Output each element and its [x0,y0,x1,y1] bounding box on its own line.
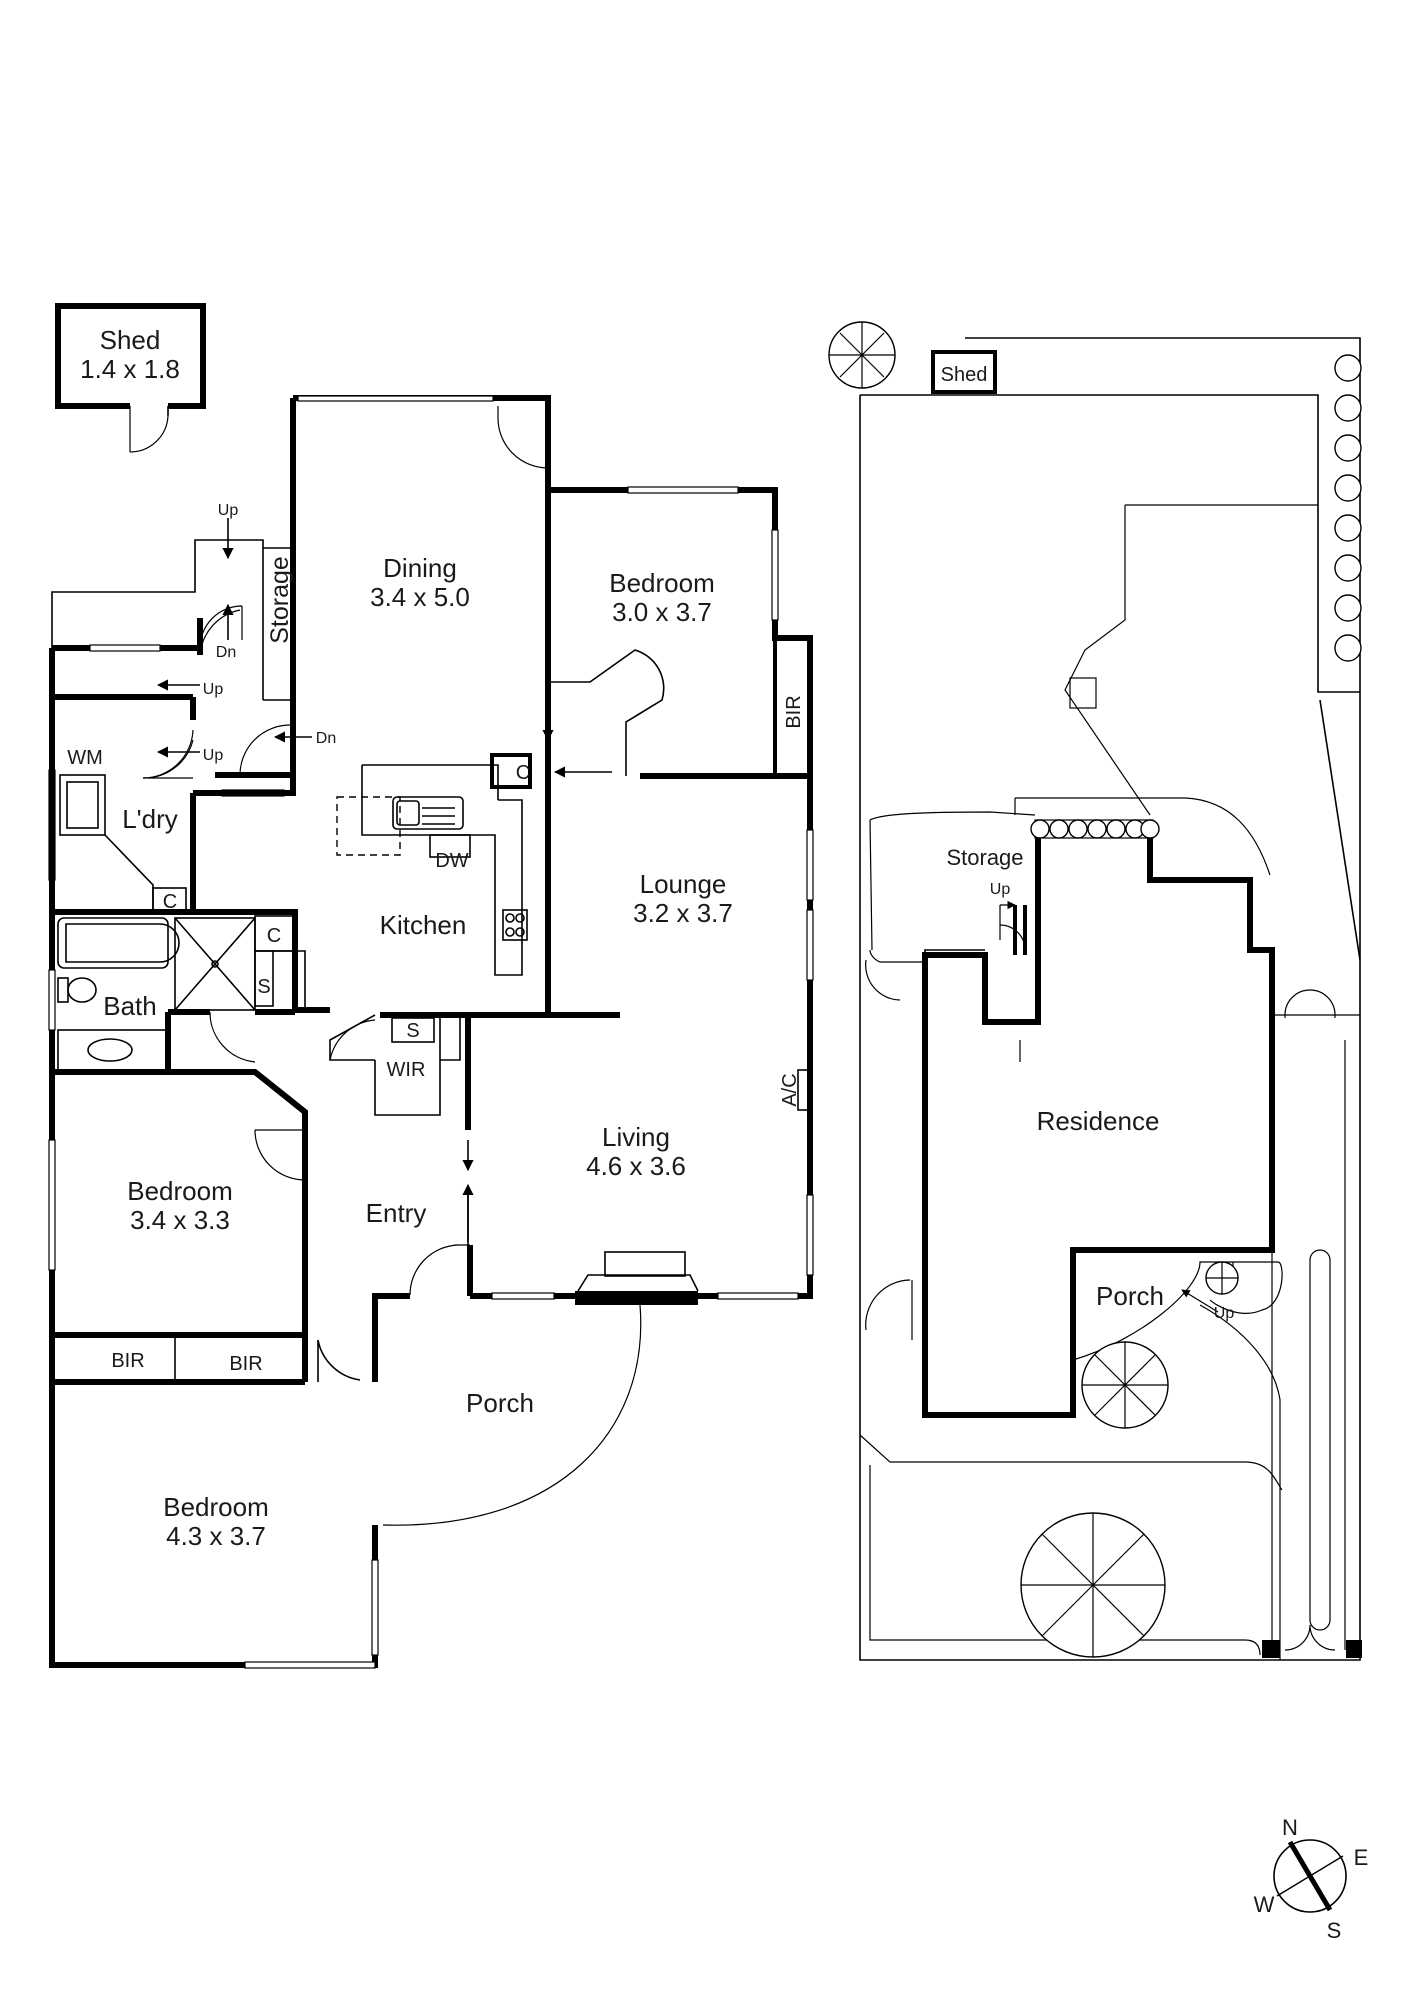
dn-label-2: Dn [316,730,336,747]
bath-label: Bath [103,991,157,1021]
bedroom-sw-size: 4.3 x 3.7 [166,1521,266,1551]
up-label-2: Up [203,681,224,698]
wir-label: WIR [387,1059,426,1081]
bedroom-sw-name: Bedroom [163,1492,269,1522]
bir-label-2: BIR [229,1353,262,1375]
up-label-1: Up [218,502,239,519]
site-shed-label: Shed [941,364,988,386]
lounge-size: 3.2 x 3.7 [633,898,733,928]
entry-label: Entry [366,1198,427,1228]
site-plan: Shed [828,321,1362,1661]
shelf-label-2: S [406,1020,419,1042]
ac-label: A/C [779,1073,801,1106]
house-walls [48,395,814,1669]
tree-icon [1020,1512,1166,1658]
tree-icon [1205,1261,1239,1295]
wm-label: WM [67,747,103,769]
tree-icon [1081,1341,1169,1429]
up-label-3: Up [203,747,224,764]
bedroom-ne-size: 3.0 x 3.7 [612,597,712,627]
compass-rose: N E S W [1254,1815,1369,1943]
floor-plan-labels: Shed 1.4 x 1.8 Dining 3.4 x 5.0 Bedroom … [67,325,805,1551]
site-shed-box [931,350,997,394]
floor-plan: Shed 1.4 x 1.8 Dining 3.4 x 5.0 Bedroom … [48,303,814,1669]
bir-label-3: BIR [783,695,805,728]
dn-label-1: Dn [216,644,236,661]
compass-e: E [1354,1845,1369,1870]
kitchen-label: Kitchen [380,910,467,940]
laundry-label: L'dry [122,804,178,834]
storage-label: Storage [266,556,294,644]
residence-label: Residence [1037,1106,1160,1136]
hedge-row [1030,819,1160,839]
bedroom-w-size: 3.4 x 3.3 [130,1205,230,1235]
shelf-label-1: S [257,976,270,998]
shed-name: Shed [100,325,161,355]
bir-label-1: BIR [111,1350,144,1372]
compass-w: W [1254,1892,1275,1917]
living-size: 4.6 x 3.6 [586,1151,686,1181]
cupboard-label-3: C [163,891,177,913]
tree-icon [828,321,896,389]
cupboard-label-1: C [516,762,530,784]
shed-outline [55,303,206,453]
site-porch-label: Porch [1096,1281,1164,1311]
site-storage-label: Storage [946,845,1023,870]
dining-size: 3.4 x 5.0 [370,582,470,612]
hedge-column [1334,354,1362,662]
compass-n: N [1282,1815,1298,1840]
dining-name: Dining [383,553,457,583]
shed-size: 1.4 x 1.8 [80,354,180,384]
bedroom-ne-name: Bedroom [609,568,715,598]
lounge-name: Lounge [640,869,727,899]
living-name: Living [602,1122,670,1152]
bedroom-w-name: Bedroom [127,1176,233,1206]
internal-walls [49,518,620,1385]
porch-label: Porch [466,1388,534,1418]
site-up-label-2: Up [1214,1305,1235,1322]
site-up-label-1: Up [990,881,1011,898]
cupboard-label-2: C [267,925,281,947]
dw-label: DW [435,850,468,872]
compass-s: S [1327,1918,1342,1943]
